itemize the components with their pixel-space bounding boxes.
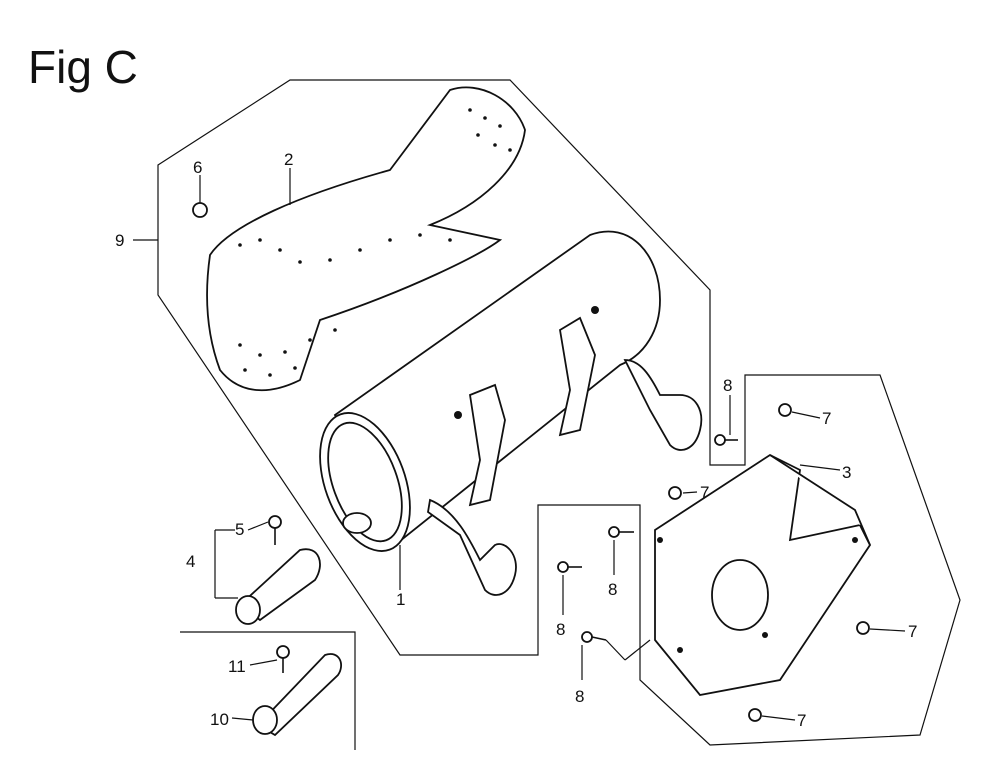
muffler-body (319, 230, 703, 596)
callout-7c: 7 (908, 622, 917, 641)
bolt-7c (856, 621, 870, 635)
callout-6: 6 (193, 158, 202, 177)
callout-1: 1 (396, 590, 405, 609)
spark-arrester-lower (252, 653, 342, 737)
heat-shield-perforations (238, 108, 512, 377)
screw-5 (268, 515, 282, 545)
callout-9: 9 (115, 231, 124, 250)
callout-2: 2 (284, 150, 293, 169)
bolt-7a (778, 403, 792, 417)
callout-8b: 8 (608, 580, 617, 599)
heat-shield (206, 86, 526, 392)
bolt-8b (608, 526, 634, 538)
callout-7d: 7 (797, 711, 806, 730)
callout-7b: 7 (700, 483, 709, 502)
bolt-7b (668, 486, 682, 500)
callout-5: 5 (235, 520, 244, 539)
muffler-protector (654, 453, 872, 696)
figure-title: Fig C (28, 41, 138, 93)
callout-4: 4 (186, 552, 195, 571)
screw-11 (276, 645, 290, 673)
callout-3: 3 (842, 463, 851, 482)
spark-arrester (235, 548, 321, 625)
bolt-8d (581, 631, 607, 643)
callout-10: 10 (210, 710, 229, 729)
callout-11: 11 (228, 657, 246, 676)
assembly-outline (157, 79, 961, 746)
bolt-7d (748, 708, 762, 722)
bolt-8a (714, 434, 738, 446)
nut-6 (192, 202, 208, 218)
callout-8a: 8 (723, 376, 732, 395)
lower-group-outline (180, 631, 356, 750)
callout-8d: 8 (575, 687, 584, 706)
callout-7a: 7 (822, 409, 831, 428)
callout-8c: 8 (556, 620, 565, 639)
leader-lines (133, 168, 906, 721)
bolt-8c (557, 561, 582, 573)
